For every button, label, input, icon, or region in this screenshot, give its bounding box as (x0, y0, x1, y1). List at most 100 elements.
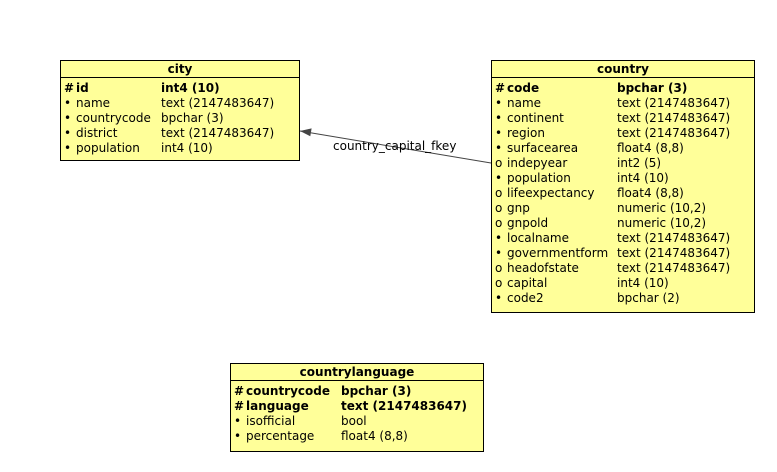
column-type: text (2147483647) (341, 399, 467, 413)
column-row: • percentage float4 (8,8) (231, 429, 483, 444)
column-key-marker: # (234, 384, 245, 398)
column-key-marker: • (495, 96, 503, 110)
column-key-marker: • (64, 96, 72, 110)
column-key-marker: • (64, 126, 72, 140)
column-name: isofficial (246, 414, 296, 428)
column-row: o indepyear int2 (5) (492, 156, 754, 171)
connector-line (299, 130, 492, 164)
column-type: int2 (5) (617, 156, 662, 170)
column-name: percentage (246, 429, 315, 443)
column-key-marker: # (495, 81, 506, 95)
column-row: • population int4 (10) (492, 171, 754, 186)
column-key-marker: • (495, 171, 503, 185)
column-key-marker: o (495, 276, 503, 290)
column-name: countrycode (76, 111, 151, 125)
column-type: text (2147483647) (617, 96, 731, 110)
column-row: • district text (2147483647) (61, 126, 299, 141)
column-row: • governmentform text (2147483647) (492, 246, 754, 261)
column-name: id (76, 81, 89, 95)
column-name: district (76, 126, 118, 140)
column-name: gnp (507, 201, 530, 215)
column-name: language (246, 399, 309, 413)
relationship-label: country_capital_fkey (333, 139, 457, 153)
entity-title: countrylanguage (231, 364, 483, 381)
column-key-marker: • (495, 141, 503, 155)
column-type: text (2147483647) (617, 111, 731, 125)
column-row: • name text (2147483647) (61, 96, 299, 111)
column-type: int4 (10) (617, 171, 669, 185)
column-key-marker: # (234, 399, 245, 413)
column-type: bpchar (2) (617, 291, 680, 305)
column-list: #id int4 (10) • name text (2147483647) • count… (61, 78, 299, 156)
column-key-marker: • (495, 231, 503, 245)
column-name: localname (507, 231, 569, 245)
column-type: bpchar (3) (161, 111, 224, 125)
column-name: population (76, 141, 140, 155)
column-row: • population int4 (10) (61, 141, 299, 156)
column-key-marker: • (64, 111, 72, 125)
column-row: • name text (2147483647) (492, 96, 754, 111)
column-row: • code2 bpchar (2) (492, 291, 754, 306)
column-name: name (76, 96, 111, 110)
column-type: text (2147483647) (617, 231, 731, 245)
column-row: #id int4 (10) (61, 81, 299, 96)
column-name: countrycode (246, 384, 331, 398)
column-type: float4 (8,8) (617, 141, 684, 155)
column-row: • localname text (2147483647) (492, 231, 754, 246)
column-key-marker: # (64, 81, 75, 95)
column-name: governmentform (507, 246, 609, 260)
column-type: float4 (8,8) (341, 429, 408, 443)
column-key-marker: o (495, 261, 503, 275)
column-key-marker: • (495, 246, 503, 260)
column-type: int4 (10) (617, 276, 669, 290)
column-type: text (2147483647) (617, 126, 731, 140)
entity-title: city (61, 61, 299, 78)
column-type: numeric (10,2) (617, 201, 707, 215)
column-key-marker: • (234, 414, 242, 428)
column-name: region (507, 126, 545, 140)
column-type: text (2147483647) (617, 246, 731, 260)
column-name: continent (507, 111, 564, 125)
column-name: capital (507, 276, 548, 290)
column-row: • region text (2147483647) (492, 126, 754, 141)
column-row: o capital int4 (10) (492, 276, 754, 291)
column-type: text (2147483647) (161, 126, 275, 140)
column-type: float4 (8,8) (617, 186, 684, 200)
column-name: population (507, 171, 571, 185)
column-list: #code bpchar (3) • name text (2147483647) • co… (492, 78, 754, 306)
column-type: int4 (10) (161, 141, 213, 155)
column-key-marker: • (495, 291, 503, 305)
column-key-marker: o (495, 156, 503, 170)
entity-title: country (492, 61, 754, 78)
column-type: numeric (10,2) (617, 216, 707, 230)
column-name: indepyear (507, 156, 568, 170)
column-row: • isofficial bool (231, 414, 483, 429)
column-type: bpchar (3) (617, 81, 688, 95)
column-key-marker: • (234, 429, 242, 443)
column-type: text (2147483647) (161, 96, 275, 110)
column-type: text (2147483647) (617, 261, 731, 275)
column-name: code (507, 81, 540, 95)
column-type: bool (341, 414, 367, 428)
connector-arrowhead (300, 128, 312, 137)
column-key-marker: • (495, 126, 503, 140)
column-row: #language text (2147483647) (231, 399, 483, 414)
entity-country[interactable]: country #code bpchar (3) • name text (214748… (491, 60, 755, 313)
column-name: code2 (507, 291, 544, 305)
column-row: #code bpchar (3) (492, 81, 754, 96)
column-name: name (507, 96, 542, 110)
column-key-marker: o (495, 216, 503, 230)
column-key-marker: • (64, 141, 72, 155)
column-name: gnpold (507, 216, 549, 230)
column-type: int4 (10) (161, 81, 220, 95)
